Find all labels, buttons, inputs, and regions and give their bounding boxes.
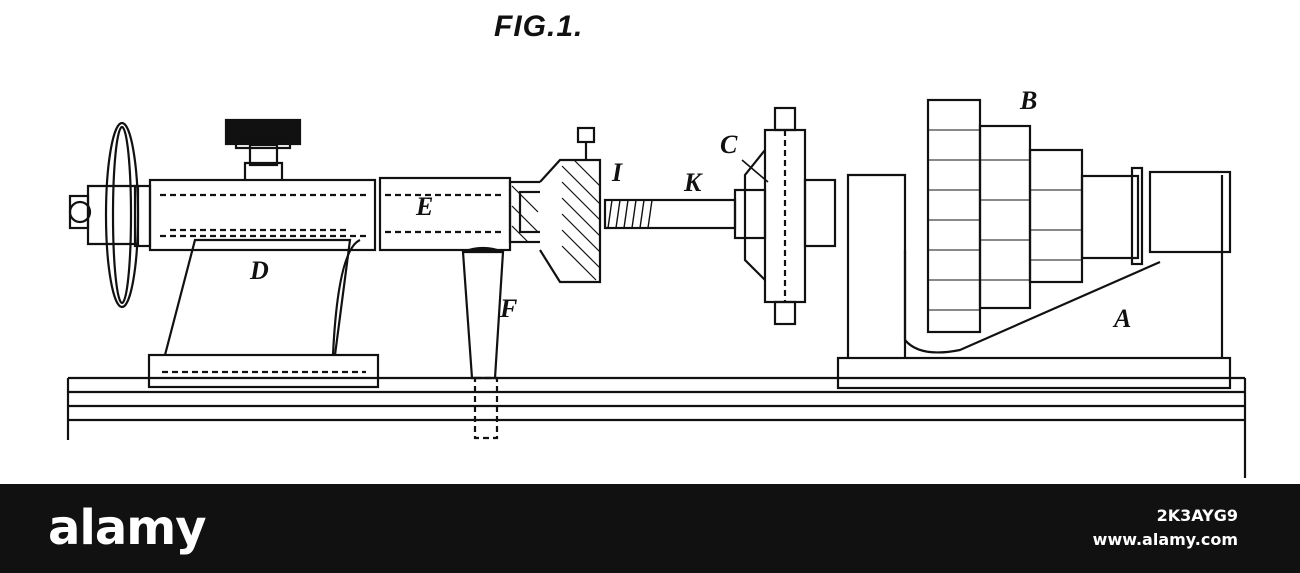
stock-footer: alamy 2K3AYG9 www.alamy.com [0,484,1300,573]
label-K: K [684,168,702,197]
cutter-head-I [508,126,602,284]
label-D: D [250,256,269,285]
spindle-K [603,188,767,240]
label-E: E [416,192,434,221]
lathe-drawing [66,98,1247,478]
patent-drawing: FIG.1. [66,10,1247,478]
label-B: B [1020,86,1038,115]
label-I: I [612,158,623,187]
website-url: www.alamy.com [1092,530,1238,549]
label-C: C [720,130,738,159]
tool-post-F [461,246,505,440]
wheel-C [743,106,837,326]
alamy-logo: alamy [48,500,207,556]
label-F: F [500,294,518,323]
hand-wheel [68,121,140,309]
figure-title: FIG.1. [494,10,584,43]
tailstock-D [133,118,380,389]
image-id-text: 2K3AYG9 [1156,506,1238,525]
lathe-bed [66,376,1247,478]
headstock-A [836,170,1232,390]
barrel-E [378,176,512,252]
cone-pulley-B [926,98,1144,334]
label-A: A [1114,304,1132,333]
